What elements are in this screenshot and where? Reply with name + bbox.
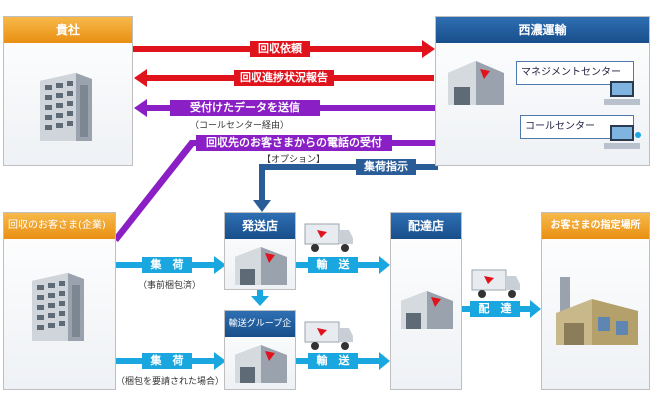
group-transfer-arrow — [251, 290, 269, 306]
pickup-instruction-arrow — [253, 164, 438, 212]
progress-report-label: 回収進捗状況報告 — [234, 70, 334, 86]
phone-reception-label: 回収先のお客さまからの電話の受付 — [196, 135, 392, 151]
seino-box: 西濃運輸 マネジメントセンター コールセンター — [435, 16, 650, 166]
delivery-store-title: 配達店 — [391, 213, 461, 239]
delivery-label: 配 達 — [470, 301, 520, 317]
factory-icon — [556, 277, 638, 345]
pickup1-note: （事前梱包済） — [138, 281, 202, 291]
group-company-box: 輸送グループ企業 — [224, 310, 296, 390]
destination-title: お客さまの指定場所 — [542, 213, 649, 239]
truck-icon — [304, 321, 353, 350]
headset-computer-icon — [604, 125, 641, 149]
data-send-label: 受付けたデータを送信 — [170, 100, 320, 116]
data-send-note: （コールセンター経由） — [190, 121, 290, 131]
company-title: 貴社 — [4, 17, 132, 43]
pickup1-label: 集 荷 — [142, 257, 192, 273]
collection-request-label: 回収依頼 — [250, 41, 310, 57]
shipping-store-box: 発送店 — [224, 212, 296, 290]
option-note: 【オプション】 — [262, 155, 326, 165]
computer-icon — [604, 81, 640, 105]
company-box: 貴社 — [3, 16, 133, 166]
customer-box: 回収のお客さま(企業) — [3, 212, 116, 390]
truck-icon — [304, 223, 353, 252]
group-company-title: 輸送グループ企業 — [225, 311, 295, 355]
truck-icon — [471, 269, 520, 298]
transport1-label: 輸 送 — [308, 257, 358, 273]
seino-title: 西濃運輸 — [436, 17, 649, 43]
office-building-icon — [32, 273, 84, 341]
pickup-instruction-label: 集荷指示 — [356, 159, 416, 175]
warehouse-icon — [235, 345, 287, 383]
office-building-icon — [40, 73, 92, 141]
destination-box: お客さまの指定場所 — [541, 212, 650, 390]
customer-title: 回収のお客さま(企業) — [4, 213, 115, 239]
delivery-store-box: 配達店 — [390, 212, 462, 390]
warehouse-icon — [401, 291, 453, 329]
transport2-label: 輸 送 — [308, 353, 358, 369]
pickup2-note: （梱包を要請された場合） — [116, 377, 225, 387]
warehouse-icon — [448, 61, 504, 105]
shipping-store-title: 発送店 — [225, 213, 295, 239]
pickup2-label: 集 荷 — [142, 353, 192, 369]
warehouse-icon — [235, 247, 287, 285]
data-send-arrow — [134, 99, 518, 117]
